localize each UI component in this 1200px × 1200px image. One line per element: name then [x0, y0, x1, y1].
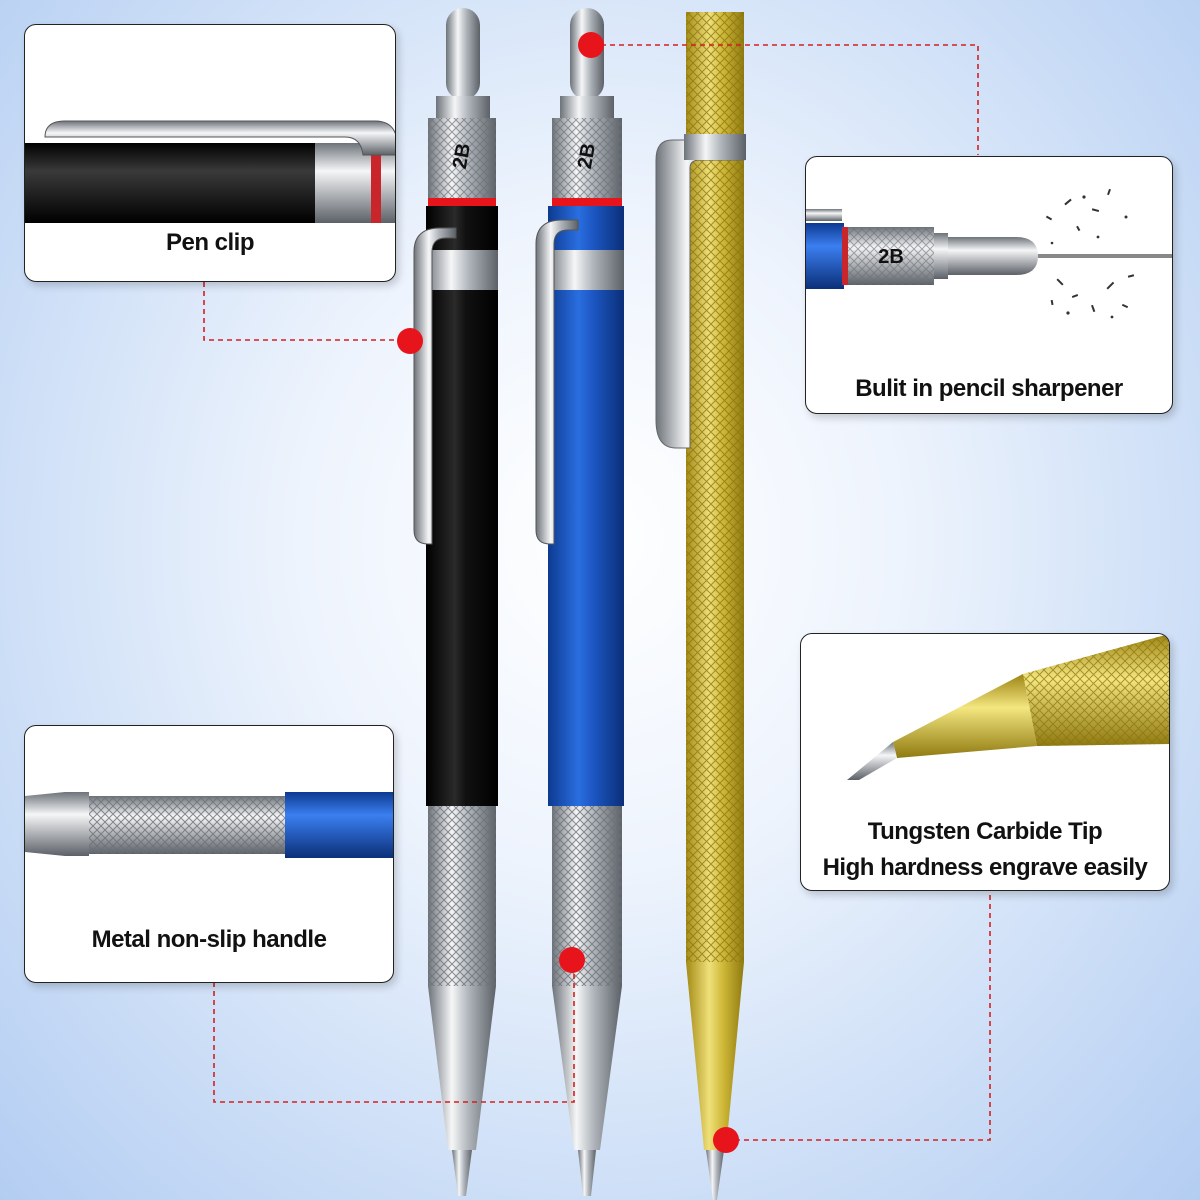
sharpener-closeup: 2B: [806, 188, 1172, 319]
black-mechanical-pencil: 2B: [413, 8, 498, 1196]
tungsten-carbide-scriber: [655, 12, 746, 1200]
black-pencil-tip-cone: [428, 986, 496, 1150]
marker-tip: [713, 1127, 739, 1153]
blue-pencil-barrel: [548, 206, 624, 806]
pen-clip-label: Pen clip: [165, 229, 255, 256]
scriber-carbide-point: [706, 1150, 724, 1200]
callout-markers: [397, 32, 739, 1153]
marker-handle: [559, 947, 585, 973]
marker-pen-clip: [397, 328, 423, 354]
callout-sharpener: 2B Bulit in pencil sharpener: [805, 156, 1173, 414]
callout-metal-handle: Metal non-slip handle: [24, 725, 394, 983]
tungsten-tip-line2: High hardness engrave easily: [822, 854, 1148, 881]
black-pencil-barrel: [426, 206, 498, 806]
pencil-shavings-icon: [1045, 188, 1135, 319]
sharpener-grade-label: 2B: [878, 246, 904, 268]
marker-sharpener: [578, 32, 604, 58]
callout-tungsten-tip: Tungsten Carbide Tip High hardness engra…: [800, 633, 1170, 891]
black-pencil-grade-label: 2B: [449, 141, 475, 170]
black-pencil-eraser-cap: [446, 8, 480, 100]
metal-handle-closeup: [25, 792, 393, 858]
blue-pencil-clip: [535, 219, 579, 545]
sharpener-label: Bulit in pencil sharpener: [855, 375, 1123, 402]
callout-leader-lines: [203, 44, 991, 1141]
tungsten-tip-closeup: [847, 634, 1169, 780]
blue-pencil-tip-cone: [552, 986, 622, 1150]
blue-pencil-grade-label: 2B: [574, 141, 600, 170]
scriber-clip: [655, 139, 745, 449]
tungsten-tip-line1: Tungsten Carbide Tip: [867, 818, 1103, 845]
blue-mechanical-pencil: 2B: [535, 8, 624, 1196]
scriber-tip-cone: [686, 962, 744, 1150]
metal-handle-label: Metal non-slip handle: [91, 926, 327, 953]
black-pencil-clip: [413, 227, 457, 545]
callout-pen-clip: Pen clip: [24, 24, 396, 282]
pen-clip-closeup: [25, 120, 395, 223]
